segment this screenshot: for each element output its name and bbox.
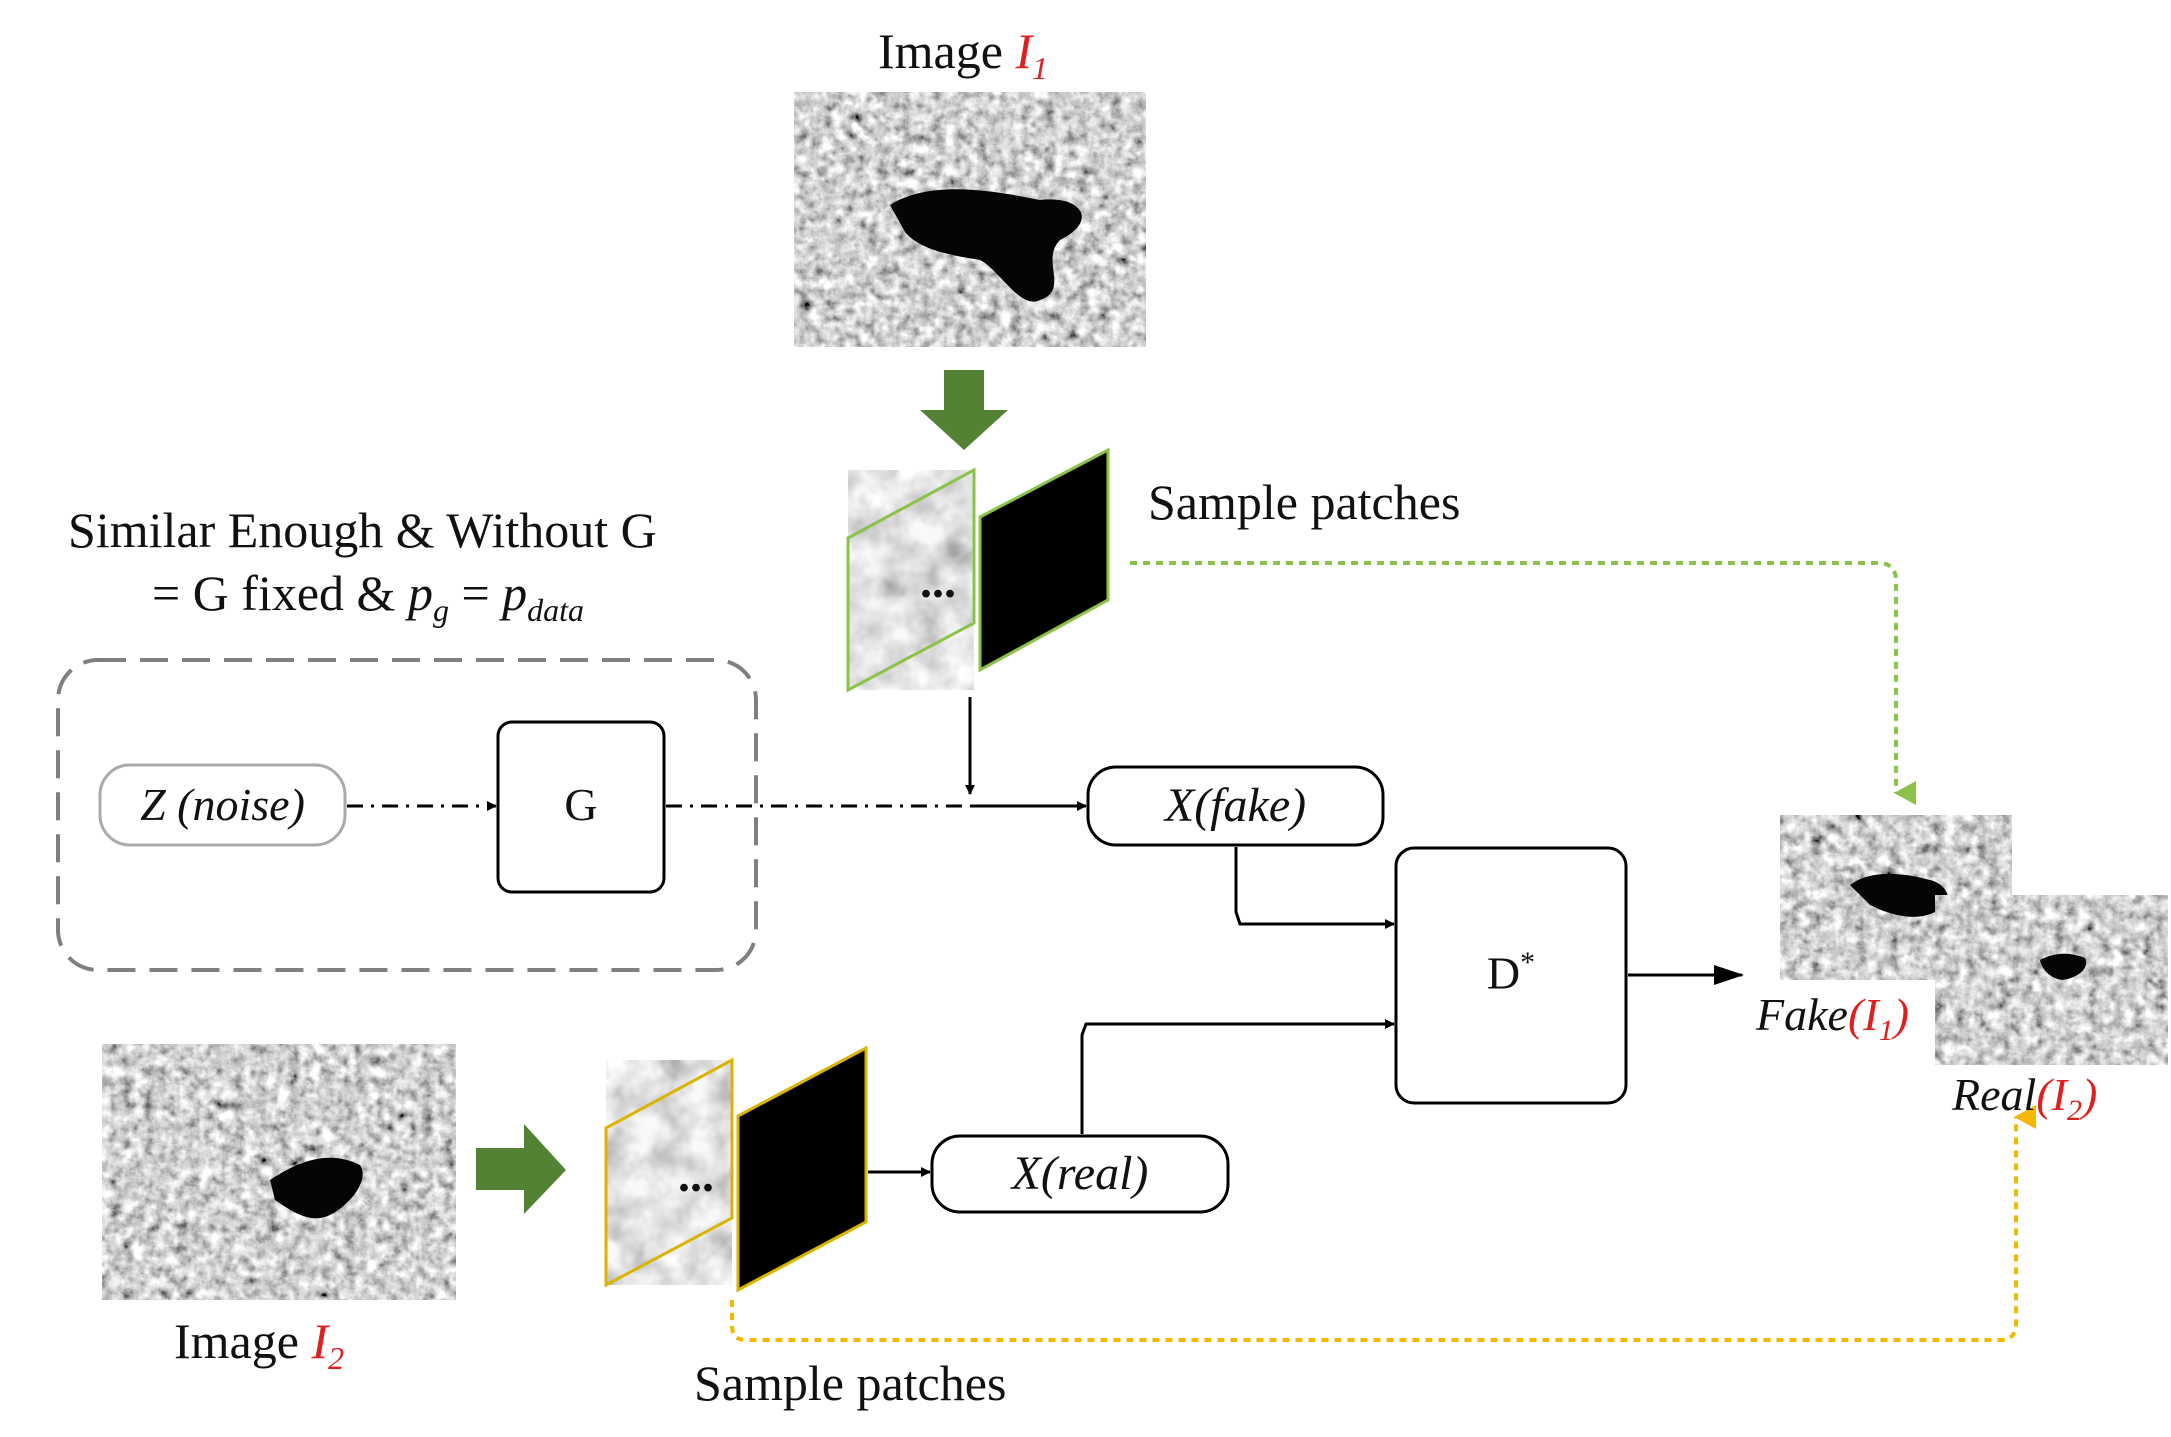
real-label-dotted-connector	[730, 1105, 2036, 1342]
fake-output-subscript: 1	[1878, 1014, 1894, 1048]
generator-node	[496, 720, 666, 894]
discriminator-node	[1394, 846, 1628, 1105]
image-i1-thumbnail	[794, 92, 1146, 347]
real-output-symbol: (I	[2036, 1069, 2067, 1120]
x-fake-node-label: X(fake)	[1164, 779, 1307, 832]
top-sample-patches-label: Sample patches	[1148, 474, 1461, 530]
x-fake-node	[1086, 765, 1385, 847]
fake-to-discriminator-connector	[1234, 847, 1395, 929]
image-i2-caption-prefix: Image	[174, 1313, 299, 1369]
real-output-label: Real(I2)	[1952, 1072, 2097, 1126]
real-output-prefix: Real	[1952, 1069, 2037, 1120]
image-i2-symbol: I	[311, 1313, 329, 1369]
image-i2-subscript: 2	[328, 1340, 345, 1376]
real-output-subscript: 2	[2066, 1094, 2082, 1128]
top-patches-ellipsis: ...	[920, 555, 956, 608]
fake-output-close: )	[1893, 989, 1909, 1040]
fixed-generator-region	[56, 658, 758, 972]
image-i1-subscript: 1	[1032, 50, 1049, 86]
pdata-subscript: data	[527, 592, 585, 628]
x-real-node	[930, 1134, 1230, 1214]
discriminator-node-label: D*	[1396, 948, 1626, 996]
image-i1-caption-prefix: Image	[878, 23, 1003, 79]
real-output-thumbnail	[1935, 895, 2168, 1065]
bottom-sample-patches	[604, 1045, 868, 1293]
x-real-node-label: X(real)	[1011, 1147, 1149, 1200]
fake-output-prefix: Fake	[1756, 989, 1848, 1040]
pdata-base: p	[502, 565, 528, 621]
discriminator-base: D	[1486, 947, 1521, 999]
discriminator-superscript: *	[1520, 946, 1536, 979]
image-i1-caption: Image I1	[878, 26, 1048, 84]
pg-subscript: g	[432, 592, 449, 628]
top-sample-patches	[846, 447, 1110, 693]
fake-label-dotted-connector	[1130, 561, 1916, 805]
real-output-close: )	[2081, 1069, 2098, 1120]
condition-equals: =	[448, 565, 503, 621]
noise-node-label: Z (noise)	[140, 779, 305, 830]
noise-node	[98, 763, 347, 847]
image-i2-caption: Image I2	[174, 1316, 344, 1374]
condition-line-1: Similar Enough & Without G	[68, 502, 657, 558]
bottom-sample-patches-label: Sample patches	[694, 1355, 1007, 1411]
image-i2-thumbnail	[102, 1044, 456, 1300]
pg-base: p	[407, 565, 433, 621]
condition-line-2: = G fixed & pg = pdata	[152, 568, 584, 626]
real-to-discriminator-connector	[1080, 1019, 1395, 1134]
down-arrow-icon	[920, 370, 1008, 450]
bottom-patches-ellipsis: ...	[678, 1149, 714, 1202]
image-i1-symbol: I	[1015, 23, 1033, 79]
right-arrow-icon	[476, 1124, 566, 1214]
fake-output-label: Fake(I1)	[1756, 992, 1909, 1046]
condition-line-2-prefix: = G fixed &	[152, 565, 408, 621]
fake-output-symbol: (I	[1847, 989, 1879, 1040]
generator-node-label: G	[564, 779, 598, 830]
